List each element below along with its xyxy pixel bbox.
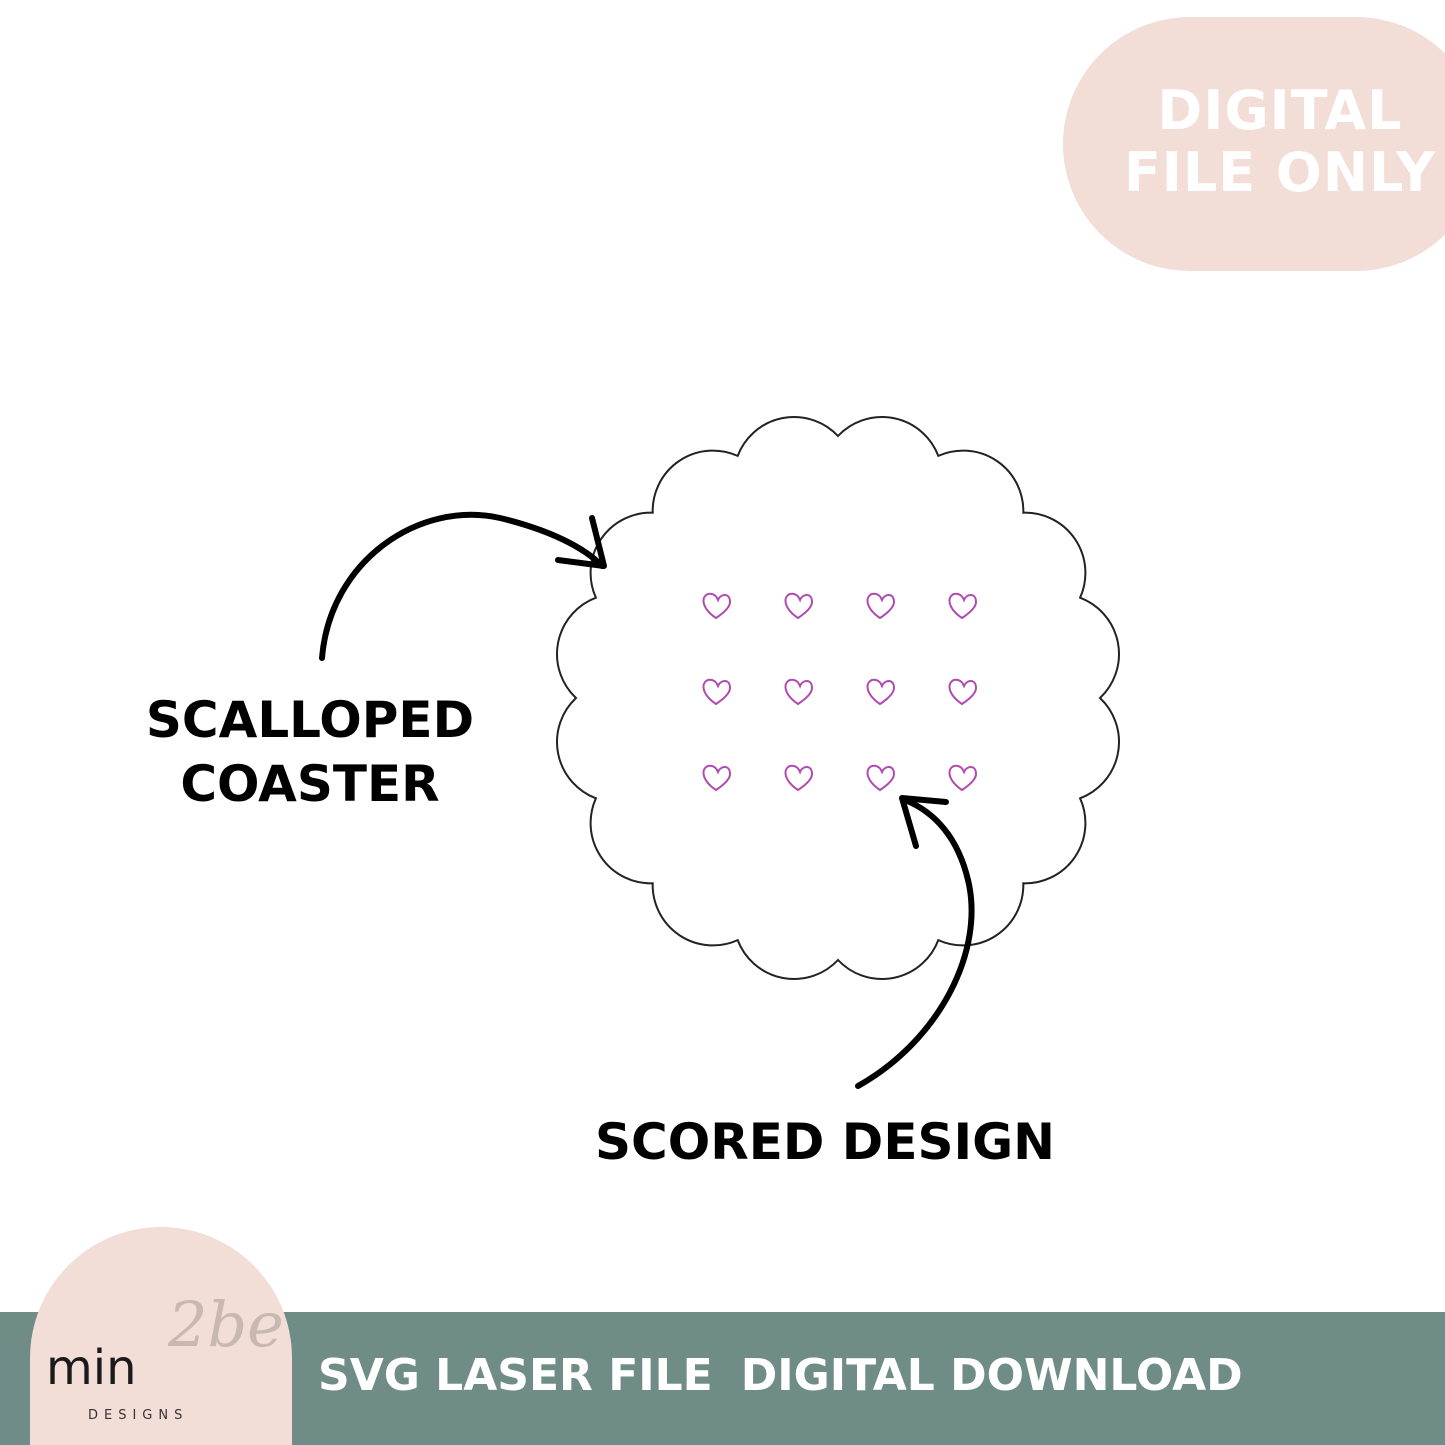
scalloped-coaster-outline — [556, 416, 1120, 980]
badge-line-1: DIGITAL — [1157, 79, 1403, 142]
arrowhead-icon — [899, 795, 949, 849]
scalloped-label-line-1: SCALLOPED — [145, 691, 475, 749]
heart-outline-icon — [866, 678, 896, 706]
badge-line-2: FILE ONLY — [1123, 141, 1437, 204]
scored-heart-grid — [702, 592, 978, 792]
banner-digital-download: DIGITAL DOWNLOAD — [740, 1350, 1243, 1401]
curved-arrow-icon — [855, 797, 975, 1089]
scalloped-label-line-2: COASTER — [180, 755, 440, 813]
logo-subtitle: DESIGNS — [88, 1408, 189, 1423]
logo-main-text: min — [46, 1340, 137, 1396]
digital-file-badge — [1063, 17, 1445, 271]
heart-outline-icon — [948, 764, 978, 792]
banner-svg-laser-file: SVG LASER FILE — [318, 1350, 713, 1401]
heart-outline-icon — [866, 592, 896, 620]
heart-outline-icon — [948, 678, 978, 706]
heart-outline-icon — [784, 678, 814, 706]
heart-outline-icon — [948, 592, 978, 620]
heart-outline-icon — [702, 764, 732, 792]
scored-design-label: SCORED DESIGN — [595, 1113, 1055, 1171]
digital-file-badge-text: DIGITAL FILE ONLY — [1110, 80, 1445, 204]
banner-text: SVG LASER FILE DIGITAL DOWNLOAD — [318, 1348, 1243, 1404]
curved-arrow-icon — [319, 511, 605, 661]
heart-outline-icon — [702, 678, 732, 706]
heart-outline-icon — [866, 764, 896, 792]
heart-outline-icon — [702, 592, 732, 620]
heart-outline-icon — [784, 592, 814, 620]
logo-script-text: 2be — [168, 1288, 284, 1361]
scalloped-coaster-label: SCALLOPED COASTER — [120, 688, 500, 816]
arrowhead-icon — [555, 515, 607, 569]
logo-arch — [30, 1227, 292, 1445]
heart-outline-icon — [784, 764, 814, 792]
